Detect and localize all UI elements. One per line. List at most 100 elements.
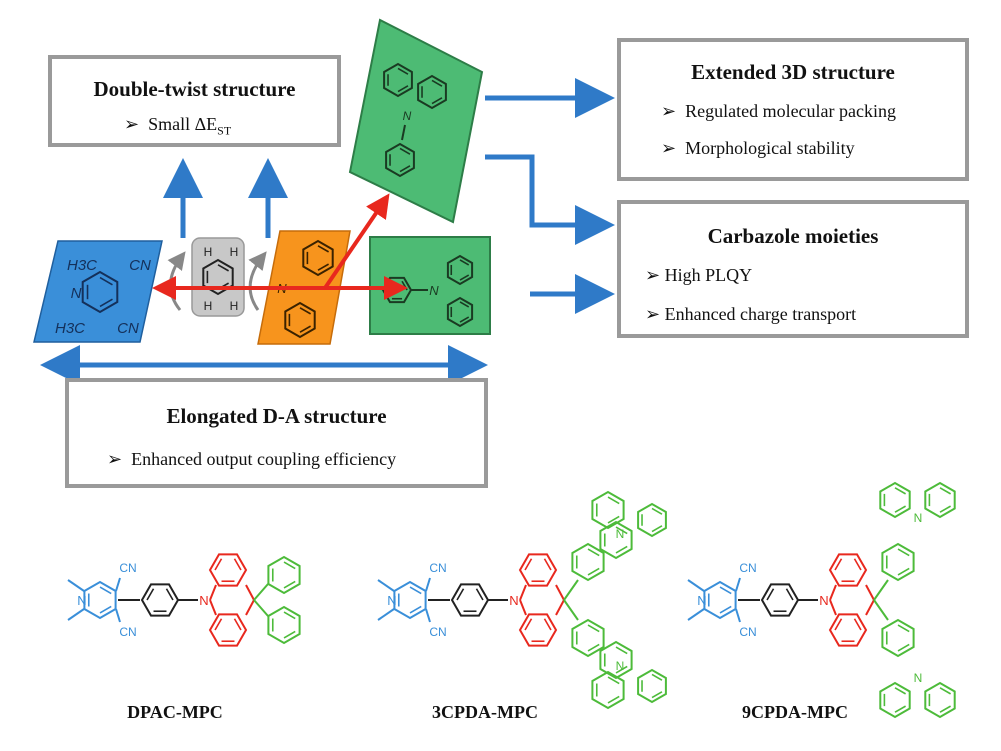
double-bond (897, 624, 910, 633)
cn-label: CN (119, 625, 136, 639)
ring (881, 618, 915, 658)
double-bond (834, 558, 843, 571)
double-bond (651, 673, 663, 681)
carbazole-item: ➢ High PLQY (645, 265, 965, 286)
double-bond (615, 545, 628, 554)
double-bond (99, 298, 113, 308)
double-twist-title: Double-twist structure (93, 77, 296, 101)
n-label: N (387, 593, 396, 608)
n-label: N (509, 593, 518, 608)
bond (245, 599, 255, 616)
n-label: N (77, 593, 86, 608)
extended-3d-box: Extended 3D structure ➢ Regulated molecu… (617, 38, 969, 181)
n-label: N (616, 659, 625, 673)
ring (828, 613, 868, 647)
ring (267, 605, 301, 645)
bond (519, 584, 527, 601)
bond (377, 579, 395, 592)
elongated-title: Elongated D-A structure (166, 404, 387, 428)
double-bond (607, 496, 620, 505)
ring (302, 239, 334, 277)
double-bond (459, 274, 470, 281)
cn-label: CN (739, 625, 756, 639)
bond (687, 579, 705, 592)
double-bond (894, 505, 907, 513)
n-label: N (199, 593, 208, 608)
double-bond (939, 687, 952, 695)
red-arrow-diagonal (323, 193, 390, 290)
ring (599, 520, 633, 560)
bond (245, 584, 255, 601)
ring (591, 670, 625, 710)
bond (865, 584, 875, 601)
double-bond (397, 67, 409, 75)
double-bond (894, 705, 907, 713)
n-label: N (914, 671, 923, 685)
extended-3d-item: ➢ Morphological stability (661, 138, 965, 159)
ring (881, 542, 915, 582)
n-label: N (71, 285, 82, 302)
bond (873, 599, 889, 621)
ring (924, 481, 956, 519)
double-bond (214, 618, 223, 631)
h-label: H (204, 245, 213, 259)
double-bond (834, 618, 843, 631)
double-bond (475, 588, 484, 601)
rotation-arrow-right (248, 251, 267, 311)
bond (67, 579, 85, 592)
rotation-arrow-left (167, 251, 186, 311)
double-bond (214, 558, 223, 571)
arrow-elbow-to-carbazole (485, 154, 615, 245)
cn-label: CN (739, 561, 756, 575)
cn-label: CN (117, 320, 139, 337)
bond (115, 608, 121, 623)
bullet: ➢ (645, 304, 661, 324)
bond (555, 599, 565, 616)
ring (571, 542, 605, 582)
item-subscript: ST (217, 123, 232, 138)
double-bond (766, 588, 775, 601)
bullet: ➢ (645, 265, 661, 285)
carbazole-box: Carbazole moieties ➢ High PLQY ➢ Enhance… (617, 200, 969, 338)
double-bond (409, 605, 422, 614)
double-twist-box: Double-twist structure ➢ Small ΔEST (48, 55, 341, 147)
double-bond (897, 643, 910, 652)
double-bond (99, 605, 112, 614)
ring (637, 668, 667, 704)
ring (571, 618, 605, 658)
n-label: N (697, 593, 706, 608)
ring (284, 301, 316, 339)
double-bond (615, 526, 628, 535)
bond (519, 599, 527, 616)
double-bond (894, 487, 907, 495)
h3c-label: H3C (67, 257, 97, 274)
n-label: N (914, 511, 923, 525)
bullet: ➢ (124, 114, 140, 134)
bond (67, 608, 85, 621)
double-bond (524, 618, 533, 631)
item-text: Enhanced charge transport (664, 304, 857, 324)
ring (879, 681, 911, 719)
h-label: H (204, 299, 213, 313)
double-bond (299, 325, 312, 333)
double-bond (897, 567, 910, 576)
carbazole-item: ➢ Enhanced charge transport (645, 304, 965, 325)
item-text: Small ΔE (148, 114, 218, 134)
n-label: N (403, 109, 412, 123)
ring (879, 481, 911, 519)
double-bond (524, 558, 533, 571)
ring (599, 640, 633, 680)
bond (735, 608, 741, 623)
double-bond (317, 245, 330, 253)
bond (425, 608, 431, 623)
ring (446, 296, 474, 328)
ring (385, 142, 415, 178)
bullet: ➢ (107, 449, 123, 469)
bullet: ➢ (661, 138, 677, 158)
double-bond (146, 588, 155, 601)
ring (267, 555, 301, 595)
cn-label: CN (119, 561, 136, 575)
double-bond (651, 525, 663, 533)
